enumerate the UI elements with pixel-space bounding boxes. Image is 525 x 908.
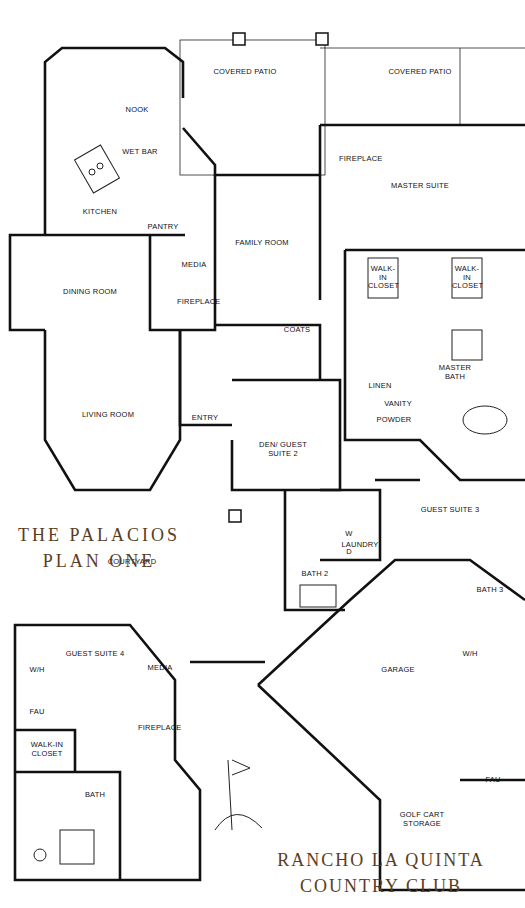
room-label: GUEST SUITE 3 bbox=[410, 506, 490, 515]
room-label: WET BAR bbox=[115, 148, 165, 157]
room-label: DINING ROOM bbox=[55, 288, 125, 297]
room-label: PANTRY bbox=[145, 223, 181, 232]
room-label: FAU bbox=[483, 776, 503, 785]
room-label: MEDIA bbox=[179, 261, 209, 270]
room-label: MASTER SUITE bbox=[380, 182, 460, 191]
room-label: MASTER BATH bbox=[435, 364, 475, 381]
club-caption: RANCHO LA QUINTA COUNTRY CLUB bbox=[245, 847, 517, 899]
room-label: DEN/ GUEST SUITE 2 bbox=[251, 441, 315, 458]
room-label: D bbox=[344, 548, 354, 557]
room-label: WALK-IN CLOSET bbox=[452, 265, 482, 291]
room-label: MEDIA bbox=[145, 664, 175, 673]
room-label: VANITY bbox=[383, 400, 413, 409]
room-label: FIREPLACE bbox=[177, 298, 217, 307]
room-label: FIREPLACE bbox=[339, 155, 375, 164]
room-label: COATS bbox=[282, 326, 312, 335]
room-label: FAU bbox=[27, 708, 47, 717]
room-label: GUEST SUITE 4 bbox=[60, 650, 130, 659]
room-label: ENTRY bbox=[185, 414, 225, 423]
room-label: KITCHEN bbox=[75, 208, 125, 217]
room-label: W/H bbox=[27, 666, 47, 675]
room-label: W/H bbox=[460, 650, 480, 659]
room-label: LIVING ROOM bbox=[73, 411, 143, 420]
plan-title: THE PALACIOS PLAN ONE bbox=[8, 522, 190, 574]
room-label: LAUNDRY bbox=[340, 541, 380, 550]
room-label: BATH 3 bbox=[472, 586, 508, 595]
room-label: WALK-IN CLOSET bbox=[30, 741, 64, 758]
room-label: NOOK bbox=[107, 106, 167, 115]
room-label: GARAGE bbox=[373, 666, 423, 675]
room-label: W bbox=[344, 530, 354, 539]
room-label: BATH bbox=[80, 791, 110, 800]
room-label: POWDER bbox=[376, 416, 412, 425]
room-label: WALK-IN CLOSET bbox=[368, 265, 398, 291]
room-label: BATH 2 bbox=[295, 570, 335, 579]
room-label: COVERED PATIO bbox=[375, 68, 465, 77]
room-label: FAMILY ROOM bbox=[227, 239, 297, 248]
room-label: COVERED PATIO bbox=[200, 68, 290, 77]
room-label: FIREPLACE bbox=[138, 724, 178, 733]
room-label: LINEN bbox=[368, 382, 392, 391]
room-label: GOLF CART STORAGE bbox=[392, 811, 452, 828]
